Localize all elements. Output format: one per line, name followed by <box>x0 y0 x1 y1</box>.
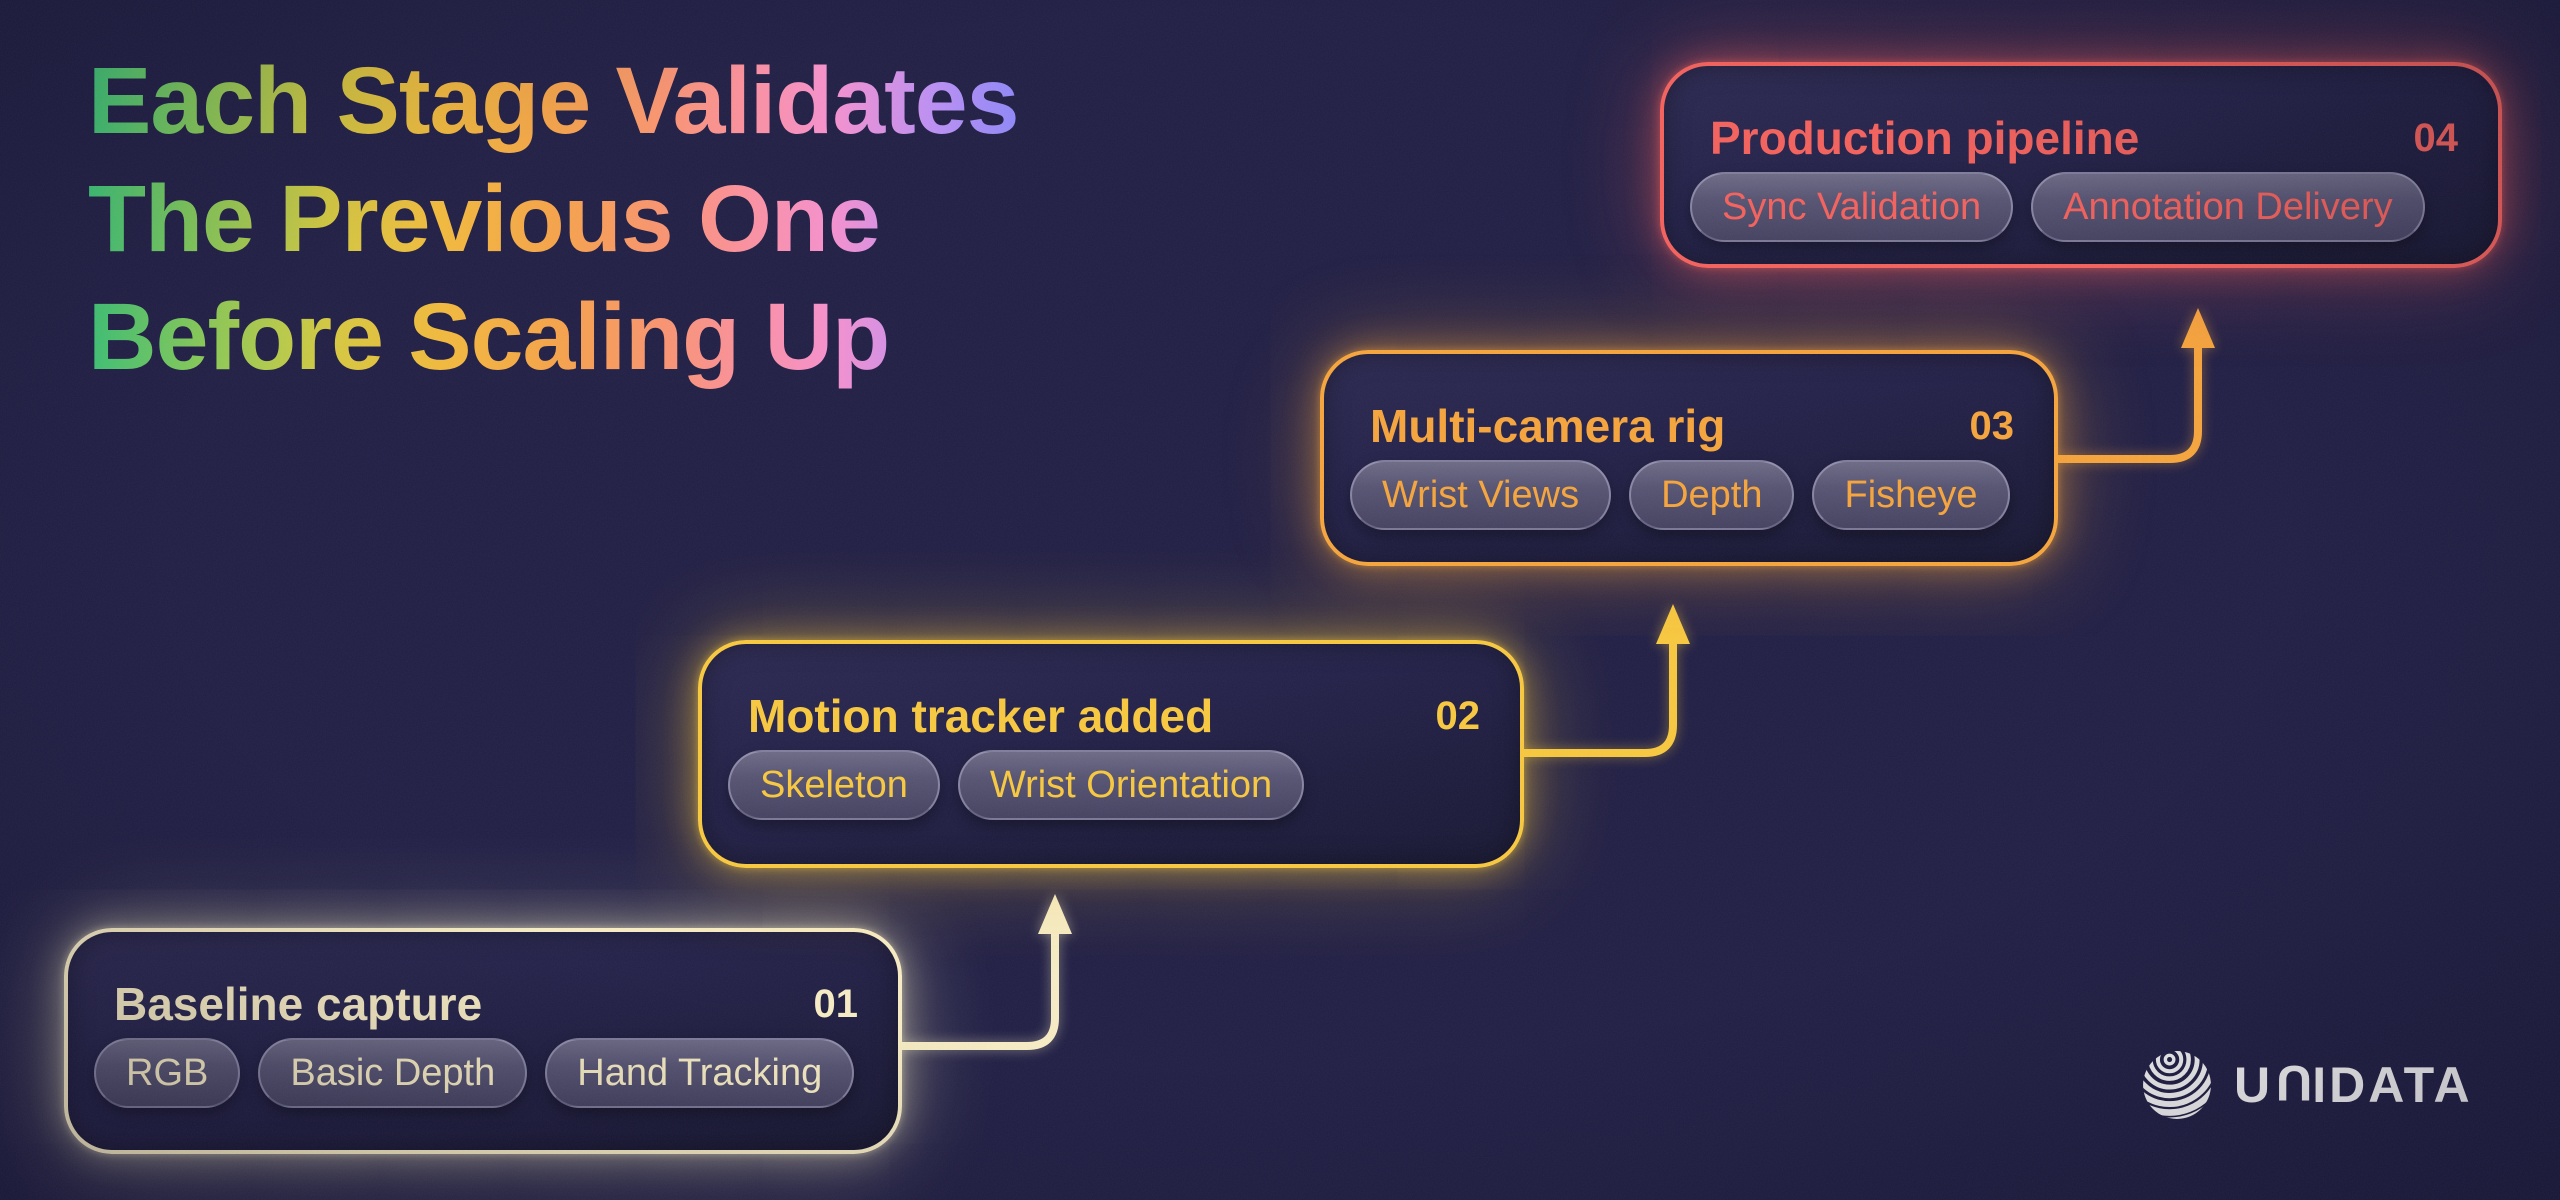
stage-card-header: Motion tracker added 02 <box>748 688 1480 744</box>
tag-pill: Hand Tracking <box>545 1038 855 1108</box>
tag-pill: Fisheye <box>1812 460 2010 530</box>
logo-letters: IDATA <box>2312 1057 2473 1113</box>
stage-number: 03 <box>1969 404 2015 448</box>
page-title-line-1: Each Stage Validates <box>88 48 1019 154</box>
stage-number: 01 <box>813 982 859 1026</box>
tag-pill: Basic Depth <box>258 1038 528 1108</box>
tag-pill: RGB <box>94 1038 241 1108</box>
tag-pill: Wrist Views <box>1350 460 1612 530</box>
stage-card-04: Production pipeline 04 Sync Validation A… <box>1660 62 2502 268</box>
stage-number: 02 <box>1435 694 1481 738</box>
tag-list: Sync Validation Annotation Delivery <box>1690 172 2458 242</box>
tag-list: Skeleton Wrist Orientation <box>728 750 1480 820</box>
stage-title: Multi-camera rig <box>1370 400 1726 452</box>
stage-card-02: Motion tracker added 02 Skeleton Wrist O… <box>698 640 1524 868</box>
stage-title: Motion tracker added <box>748 690 1214 742</box>
tag-pill: Wrist Orientation <box>957 750 1305 820</box>
logo-letter: U <box>2234 1057 2274 1113</box>
globe-icon <box>2143 1051 2211 1119</box>
tag-pill: Annotation Delivery <box>2031 172 2425 242</box>
tag-list: RGB Basic Depth Hand Tracking <box>94 1038 858 1108</box>
tag-list: Wrist Views Depth Fisheye <box>1350 460 2014 530</box>
stage-card-03: Multi-camera rig 03 Wrist Views Depth Fi… <box>1320 350 2058 566</box>
stage-title: Baseline capture <box>114 978 483 1030</box>
stage-title: Production pipeline <box>1710 112 2140 164</box>
stage-card-header: Production pipeline 04 <box>1710 110 2458 166</box>
connector-arrow-stage3-to-stage4 <box>2054 308 2215 463</box>
connector-arrow-stage1-to-stage2 <box>898 894 1072 1050</box>
stage-card-header: Multi-camera rig 03 <box>1370 398 2014 454</box>
logo-letter-n: U <box>2273 1055 2313 1111</box>
stage-card-01: Baseline capture 01 RGB Basic Depth Hand… <box>64 928 902 1154</box>
stage-number: 04 <box>2413 116 2459 160</box>
page-title-line-2: The Previous One <box>88 166 880 272</box>
connector-arrow-stage2-to-stage3 <box>1520 604 1690 757</box>
tag-pill: Depth <box>1629 460 1795 530</box>
stage-card-header: Baseline capture 01 <box>114 976 858 1032</box>
page-title: Each Stage Validates The Previous One Be… <box>88 42 1018 396</box>
tag-pill: Sync Validation <box>1690 172 2014 242</box>
page-title-line-3: Before Scaling Up <box>88 284 890 390</box>
tag-pill: Skeleton <box>728 750 940 820</box>
